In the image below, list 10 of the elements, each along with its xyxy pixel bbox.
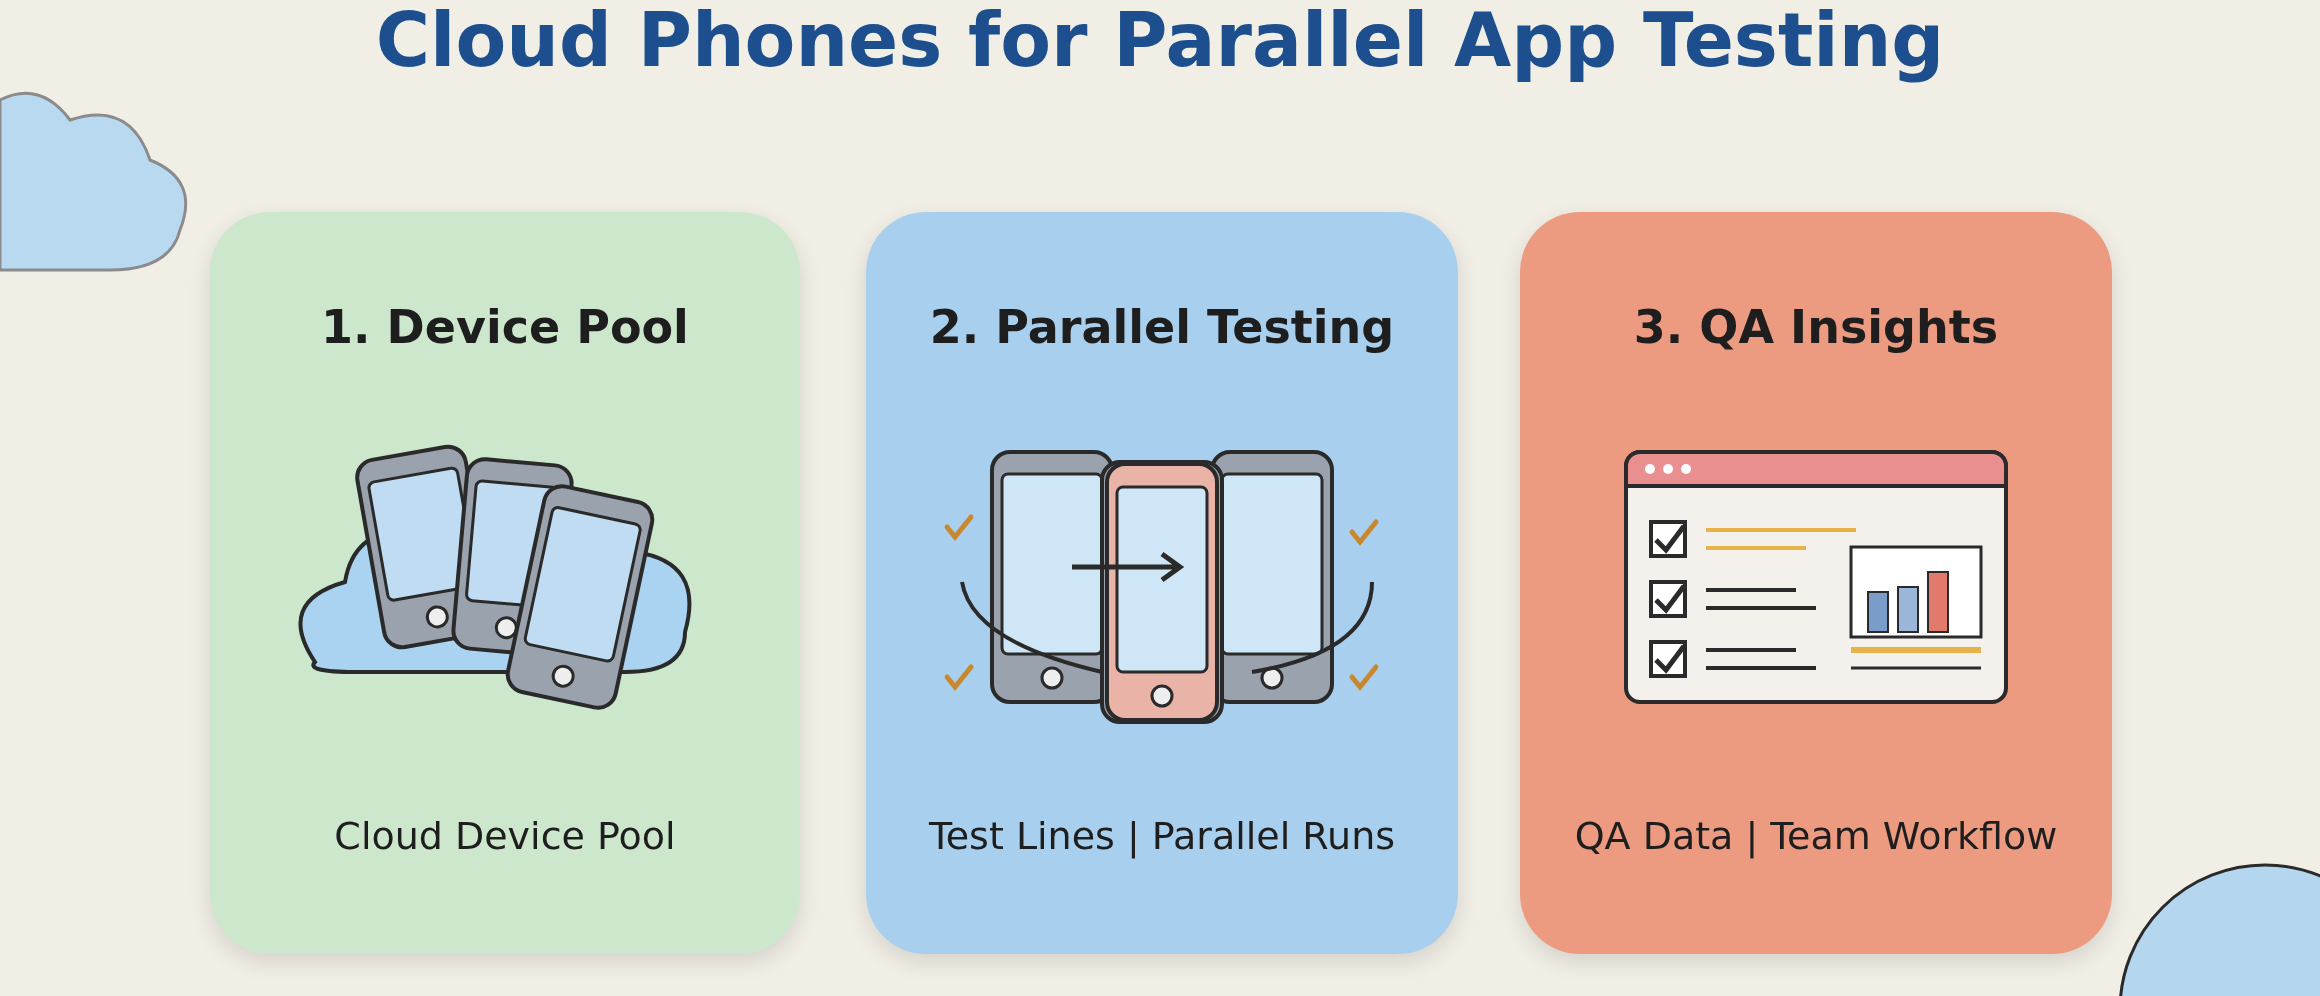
step-card bbox=[1520, 212, 2112, 954]
card-heading: 1. Device Pool bbox=[321, 300, 689, 354]
card-heading: 2. Parallel Testing bbox=[929, 300, 1395, 354]
step-card bbox=[210, 212, 800, 954]
card-caption: QA Data | Team Workflow bbox=[1574, 814, 2058, 858]
card-heading: 3. QA Insights bbox=[1633, 300, 1999, 354]
card-caption: Cloud Device Pool bbox=[334, 814, 676, 858]
title: Cloud Phones for Parallel App Testing bbox=[375, 0, 1945, 82]
step-card bbox=[866, 212, 1458, 954]
card-caption: Test Lines | Parallel Runs bbox=[928, 814, 1396, 858]
